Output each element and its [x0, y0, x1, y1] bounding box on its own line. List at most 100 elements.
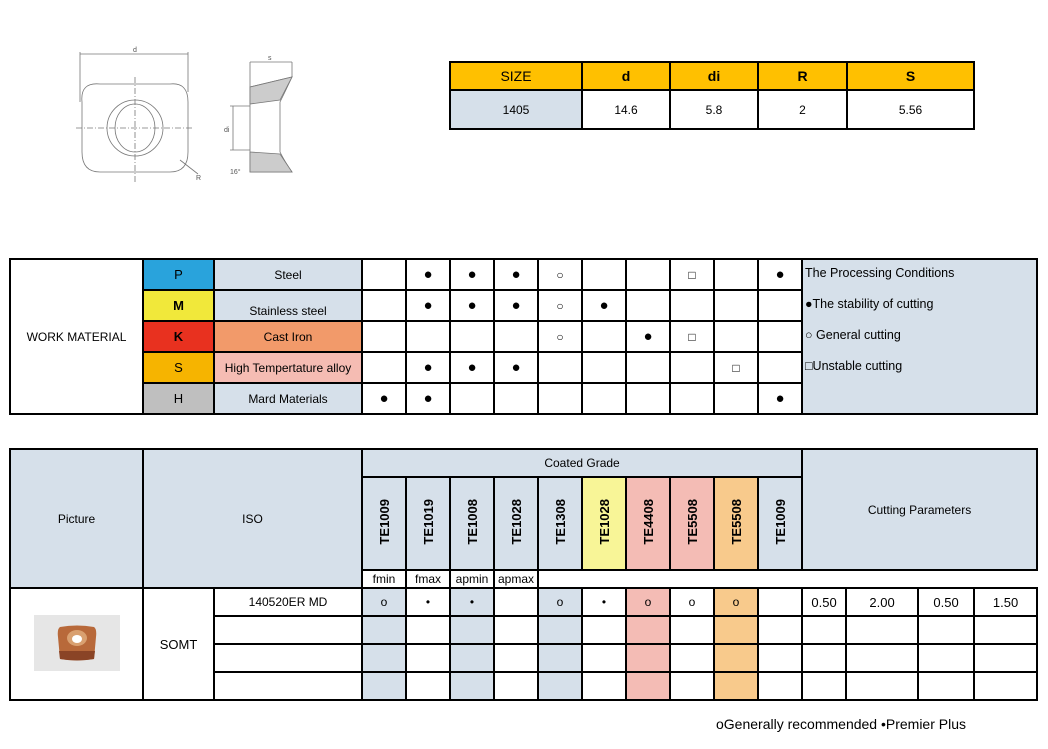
condition-mark: ● [405, 351, 451, 384]
grade-mark [405, 615, 452, 645]
insert-row [10, 615, 1038, 645]
grade-name: TE1019 [420, 499, 436, 545]
condition-mark [713, 320, 759, 353]
size-value: 1405 [449, 89, 583, 130]
iso-code [212, 671, 364, 701]
material-code: S [142, 351, 215, 384]
grade-mark [713, 643, 760, 673]
cutting-param-value [845, 615, 920, 645]
iso-code: 140520ER MD [212, 587, 364, 617]
r-value: 2 [757, 89, 848, 130]
grade-mark [757, 671, 804, 701]
condition-mark [361, 289, 407, 322]
footer-legend: oGenerally recommended •Premier Plus [716, 716, 967, 732]
material-code: P [142, 258, 215, 291]
insert-row [10, 671, 1038, 701]
condition-mark: ● [757, 382, 803, 415]
material-name: Stainless steel [213, 289, 363, 322]
material-name: Cast Iron [213, 320, 363, 353]
condition-mark: ● [493, 258, 539, 291]
s-value: 5.56 [846, 89, 975, 130]
grade-mark: • [581, 587, 628, 617]
d-value: 14.6 [581, 89, 671, 130]
condition-mark [669, 351, 715, 384]
grade-mark [537, 671, 584, 701]
grade-mark [361, 643, 408, 673]
grade-mark [669, 671, 716, 701]
condition-mark [669, 382, 715, 415]
cutting-param-value [801, 671, 848, 701]
condition-mark: ● [625, 320, 671, 353]
condition-mark: ● [405, 382, 451, 415]
condition-mark [669, 289, 715, 322]
condition-mark [449, 320, 495, 353]
condition-mark [361, 258, 407, 291]
grade-mark [493, 615, 540, 645]
grade-header: TE1008 [449, 476, 496, 571]
grade-name: TE4408 [640, 499, 656, 545]
insert-row [10, 643, 1038, 673]
grade-mark [449, 615, 496, 645]
grade-mark [537, 643, 584, 673]
grade-name: TE1009 [376, 499, 392, 545]
cutting-param-value [801, 615, 848, 645]
grade-mark: o [361, 587, 408, 617]
grade-header: TE1009 [361, 476, 408, 571]
condition-mark [581, 382, 627, 415]
legend-item: ○ General cutting [805, 328, 901, 342]
grade-mark: o [669, 587, 716, 617]
material-code: K [142, 320, 215, 353]
grade-mark [713, 671, 760, 701]
condition-mark: ● [405, 258, 451, 291]
condition-mark: ● [493, 351, 539, 384]
di-value: 5.8 [669, 89, 759, 130]
di-header: di [669, 61, 759, 91]
cutting-param-value [917, 671, 976, 701]
size-table: SIZE d di R S 1405 14.6 5.8 2 5.56 [449, 61, 975, 130]
condition-mark: ● [757, 258, 803, 291]
condition-mark: □ [669, 258, 715, 291]
grade-header: TE1019 [405, 476, 452, 571]
condition-mark [405, 320, 451, 353]
grade-mark [361, 671, 408, 701]
grade-mark [581, 671, 628, 701]
condition-mark [493, 320, 539, 353]
grade-name: TE5508 [684, 499, 700, 545]
grade-name: TE5508 [728, 499, 744, 545]
material-code: H [142, 382, 215, 415]
grade-mark [361, 615, 408, 645]
label-angle: 16° [230, 168, 241, 176]
grade-mark [669, 643, 716, 673]
insert-technical-drawing: d s di R 16° [76, 47, 293, 182]
grade-mark: o [537, 587, 584, 617]
condition-mark [625, 258, 671, 291]
processing-conditions-legend: The Processing Conditions●The stability … [801, 258, 1038, 415]
cutting-param-value [845, 643, 920, 673]
condition-mark: ● [493, 289, 539, 322]
size-header: SIZE [449, 61, 583, 91]
grade-mark [537, 615, 584, 645]
condition-mark: ○ [537, 289, 583, 322]
cutting-param-value [801, 643, 848, 673]
cutting-param-value [973, 671, 1038, 701]
grade-header: TE1308 [537, 476, 584, 571]
legend-item: □Unstable cutting [805, 359, 903, 373]
condition-mark [713, 289, 759, 322]
cutting-param-value: 0.50 [801, 587, 848, 617]
insert-picture-cell [9, 587, 144, 701]
iso-header: ISO [141, 448, 364, 589]
material-name: Steel [213, 258, 363, 291]
insert-photo [33, 614, 120, 671]
cutting-param-value [917, 615, 976, 645]
condition-mark [713, 382, 759, 415]
cutting-param-value [973, 615, 1038, 645]
condition-mark [361, 351, 407, 384]
param-header: fmax [405, 569, 452, 589]
work-material-label: WORK MATERIAL [9, 258, 144, 415]
grade-header: TE1028 [493, 476, 540, 571]
condition-mark [757, 351, 803, 384]
grade-name: TE1028 [596, 499, 612, 545]
